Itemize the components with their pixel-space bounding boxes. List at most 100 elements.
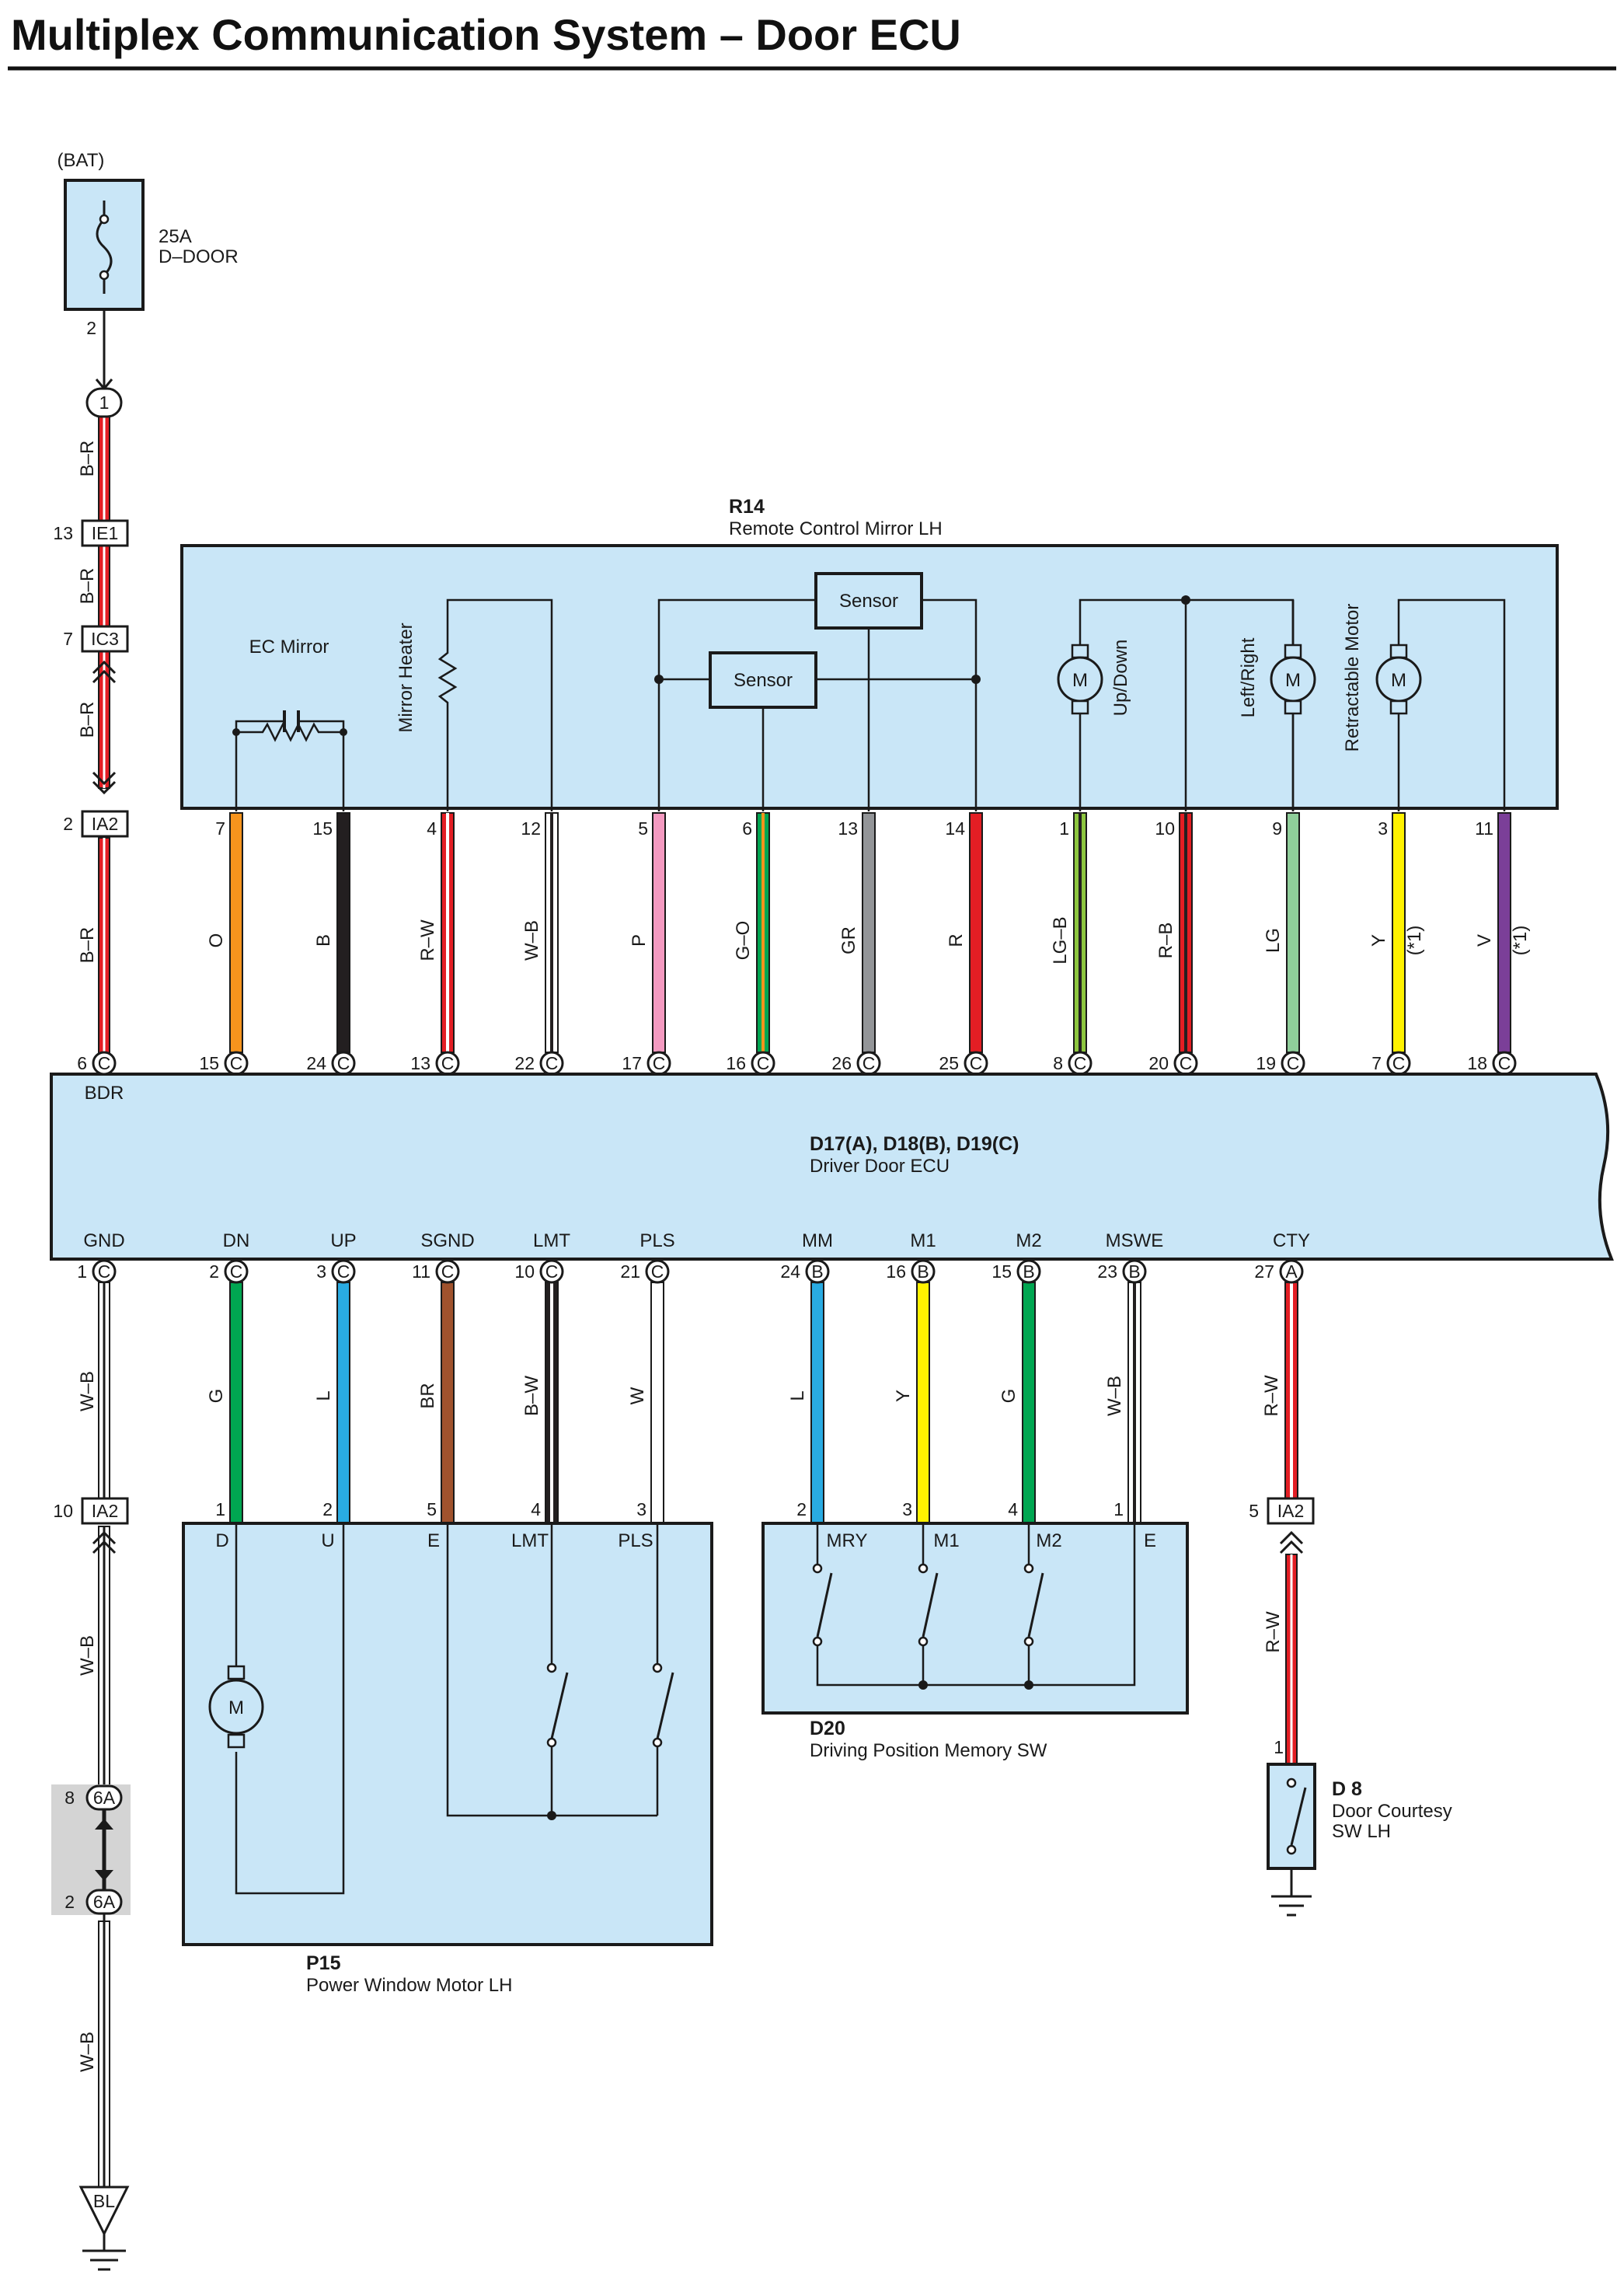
wire-label-b-r-1: B–R bbox=[77, 441, 98, 477]
bottom-wire-9-ecu-pin-number: 23 bbox=[1097, 1261, 1117, 1282]
bottom-wire-1-terminal: DN bbox=[223, 1230, 250, 1251]
top-wire-9-mirror-pin: 1 bbox=[1059, 818, 1069, 839]
top-wire-10-ecu-pin-number: 20 bbox=[1148, 1053, 1169, 1073]
top-wire-group: 7O15CEC+15B24CEC–4R–W13CHTR+12W–B22CHTR–… bbox=[199, 812, 1531, 1104]
courtesy-code: D 8 bbox=[1332, 1778, 1362, 1800]
pw-motor-wire bbox=[235, 1525, 345, 1895]
top-wire-4-ecu-pin-letter: C bbox=[545, 1053, 559, 1073]
bottom-wire-2-terminal: UP bbox=[330, 1230, 356, 1251]
pw-terminal-d: D bbox=[215, 1530, 228, 1551]
bottom-wire-1-ecu-pin-number: 2 bbox=[209, 1261, 219, 1282]
bottom-wire-7-ecu-pin-circle bbox=[911, 1259, 936, 1284]
bottom-wire-1-color-label: G bbox=[206, 1389, 227, 1404]
svg-text:6A: 6A bbox=[93, 1892, 116, 1912]
pw-pls-switch bbox=[656, 1672, 674, 1739]
pw-terminal-e: E bbox=[427, 1530, 440, 1551]
svg-text:M: M bbox=[1285, 670, 1301, 691]
top-wire-13-ecu-pin-letter: C bbox=[1498, 1053, 1511, 1073]
wire-w-b-gnd bbox=[98, 1282, 110, 2188]
top-wire-2-color-label: B bbox=[313, 934, 334, 947]
svg-text:BL: BL bbox=[93, 2191, 115, 2211]
bottom-wire-1-dest-pin: 1 bbox=[215, 1499, 225, 1519]
bottom-wire-6-ecu-pin-circle bbox=[805, 1259, 830, 1284]
wire-label-w-b-2: W–B bbox=[77, 1635, 98, 1676]
bottom-wire-5-ecu-pin-number: 21 bbox=[620, 1261, 640, 1282]
sensor-upper-label: Sensor bbox=[839, 591, 898, 612]
bottom-wire-8-ecu-pin-letter: B bbox=[1023, 1261, 1034, 1282]
svg-text:IA2: IA2 bbox=[92, 814, 119, 834]
bottom-wire-5-dest-pin: 3 bbox=[636, 1499, 646, 1519]
top-wire-6-ecu-pin-number: 16 bbox=[726, 1053, 746, 1073]
top-wire-5: 5P17CDVC bbox=[622, 812, 678, 1104]
memory-switch-wires bbox=[816, 1525, 1136, 1687]
bottom-wire-7-ecu-pin-letter: B bbox=[917, 1261, 929, 1282]
top-wire-5-ecu-pin-letter: C bbox=[653, 1053, 666, 1073]
svg-text:M: M bbox=[1072, 670, 1088, 691]
top-wire-4-mirror-pin: 12 bbox=[521, 818, 541, 839]
bottom-wire-9-ecu-pin-circle bbox=[1122, 1259, 1147, 1284]
top-wire-1-mirror-pin: 7 bbox=[215, 818, 225, 839]
svg-text:2: 2 bbox=[63, 814, 73, 834]
bottom-wire-8-ecu-pin-circle bbox=[1016, 1259, 1041, 1284]
bottom-wire-3-ecu-pin-letter: C bbox=[441, 1261, 455, 1282]
connector-ie1 bbox=[81, 519, 129, 547]
bdr-terminal: BDR bbox=[85, 1083, 124, 1104]
bottom-wire-10-ecu-pin-number: 27 bbox=[1254, 1261, 1274, 1282]
svg-text:C: C bbox=[98, 1261, 111, 1282]
memory-mry-switch bbox=[816, 1572, 833, 1638]
bottom-wire-9-color-label: W–B bbox=[1104, 1376, 1125, 1416]
junction-pin: 1 bbox=[99, 392, 110, 413]
top-wire-7: 13GR26CHSSR bbox=[831, 812, 894, 1104]
wire-label-b-r-2: B–R bbox=[77, 568, 98, 605]
top-wire-3: 4R–W13CHTR+ bbox=[410, 812, 472, 1104]
top-wire-9: 1LG–B8CDMVR bbox=[1050, 812, 1107, 1104]
mirror-name: Remote Control Mirror LH bbox=[729, 518, 943, 539]
top-wire-11-ecu-pin-number: 19 bbox=[1256, 1053, 1276, 1073]
bottom-wire-2-ecu-pin-number: 3 bbox=[316, 1261, 326, 1282]
top-wire-4-ecu-pin-number: 22 bbox=[514, 1053, 535, 1073]
svg-text:5: 5 bbox=[1249, 1501, 1259, 1521]
top-wire-12-note: (*1) bbox=[1404, 926, 1425, 956]
top-wire-6-color-label: G–O bbox=[733, 921, 754, 961]
top-wire-8-color-label: R bbox=[946, 933, 967, 947]
window-motor-code: P15 bbox=[306, 1952, 341, 1974]
pw-motor: M bbox=[208, 1665, 264, 1749]
bottom-wire-6-dest-pin: 2 bbox=[796, 1499, 807, 1519]
bottom-wire-4-ecu-pin-number: 10 bbox=[514, 1261, 535, 1282]
svg-text:10: 10 bbox=[53, 1501, 73, 1521]
sensor-dvc-wire bbox=[657, 598, 816, 811]
bottom-wire-3-ecu-pin-circle bbox=[435, 1259, 460, 1284]
bottom-wire-5-color-label: W bbox=[627, 1387, 648, 1404]
top-wire-2-ecu-pin-number: 24 bbox=[306, 1053, 326, 1073]
bottom-wire-10-ecu-pin-circle bbox=[1279, 1259, 1304, 1284]
connector-ia2 bbox=[81, 810, 129, 838]
fuse-name: D–DOOR bbox=[159, 246, 239, 267]
bottom-wire-2-ecu-pin-letter: C bbox=[337, 1261, 350, 1282]
bottom-wire-6-ecu-pin-number: 24 bbox=[780, 1261, 800, 1282]
svg-text:IA2: IA2 bbox=[1277, 1501, 1305, 1521]
top-wire-8-ecu-pin-letter: C bbox=[970, 1053, 983, 1073]
bottom-wire-7-color-label: Y bbox=[893, 1390, 914, 1402]
top-wire-9-color-label: LG–B bbox=[1050, 916, 1071, 964]
top-wire-1-ecu-pin-letter: C bbox=[230, 1053, 243, 1073]
top-wire-13-mirror-pin: 11 bbox=[1475, 818, 1493, 839]
top-wire-7-mirror-pin: 13 bbox=[838, 818, 858, 839]
top-wire-8: 14R25CDE2 bbox=[939, 812, 994, 1104]
top-wire-1-color-label: O bbox=[206, 933, 227, 948]
bottom-wire-2-color-label: L bbox=[313, 1390, 334, 1401]
svg-text:IA2: IA2 bbox=[92, 1501, 119, 1521]
top-wire-5-mirror-pin: 5 bbox=[638, 818, 648, 839]
bottom-wire-10-ecu-pin-letter: A bbox=[1285, 1261, 1298, 1282]
wire-r-w-courtesy bbox=[1285, 1554, 1298, 1765]
svg-text:C: C bbox=[98, 1053, 111, 1073]
top-wire-11-ecu-pin-letter: C bbox=[1287, 1053, 1300, 1073]
memory-sw-code: D20 bbox=[810, 1718, 845, 1739]
top-wire-5-ecu-pin-number: 17 bbox=[622, 1053, 642, 1073]
motor-leftright: M bbox=[1270, 644, 1316, 715]
